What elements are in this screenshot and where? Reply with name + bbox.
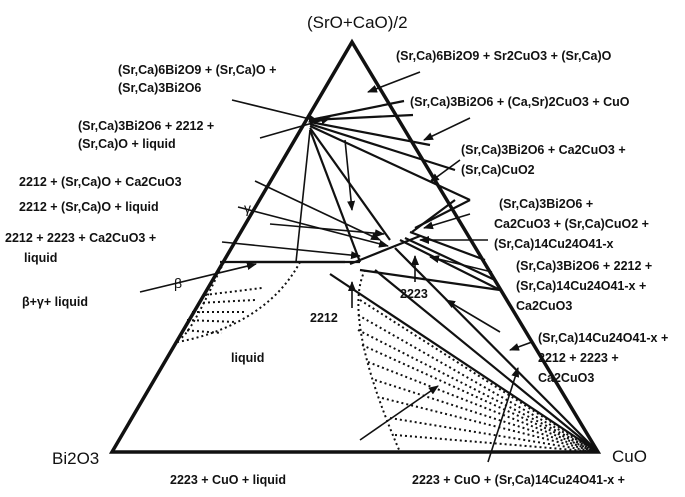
region-label: (Sr,Ca)CuO2 (461, 163, 535, 177)
gamma-label: γ (244, 200, 251, 216)
vertex-label-top: (SrO+CaO)/2 (307, 13, 408, 32)
region-label: 2223 (400, 287, 428, 301)
region-label: (Sr,Ca)3Bi2O6 + 2212 + (78, 119, 214, 133)
region-label: 2223 + CuO + (Sr,Ca)14Cu24O41-x + (412, 473, 625, 487)
region-label: (Sr,Ca)6Bi2O9 + (Sr,Ca)O + (118, 63, 276, 77)
region-label: liquid (231, 351, 264, 365)
region-label: 2212 + (Sr,Ca)O + Ca2CuO3 (19, 175, 182, 189)
region-label: (Sr,Ca)14Cu24O41-x (494, 237, 614, 251)
region-label: (Sr,Ca)3Bi2O6 + (Ca,Sr)2CuO3 + CuO (410, 95, 630, 109)
region-label: (Sr,Ca)3Bi2O6 (118, 81, 201, 95)
region-label: (Sr,Ca)14Cu24O41-x + (516, 279, 646, 293)
region-label: Ca2CuO3 + (Sr,Ca)CuO2 + (494, 217, 649, 231)
region-label: 2212 + 2223 + (538, 351, 619, 365)
triangle-outline (108, 38, 602, 454)
region-label: 2212 + (Sr,Ca)O + liquid (19, 200, 159, 214)
region-label: liquid (24, 251, 57, 265)
region-label: (Sr,Ca)O + liquid (78, 137, 176, 151)
region-label: Ca2CuO3 (538, 371, 594, 385)
beta-label: β (174, 275, 182, 291)
tie-lines (220, 99, 599, 453)
region-label: 2212 (310, 311, 338, 325)
region-label: (Sr,Ca)3Bi2O6 + Ca2CuO3 + (461, 143, 626, 157)
region-label: 2212 + 2223 + Ca2CuO3 + (5, 231, 156, 245)
region-label: Ca2CuO3 (516, 299, 572, 313)
pointer-arrows (139, 71, 533, 463)
vertex-label-right: CuO (612, 447, 647, 466)
region-label: (Sr,Ca)3Bi2O6 + (499, 197, 593, 211)
region-label: (Sr,Ca)3Bi2O6 + 2212 + (516, 259, 652, 273)
region-label: β+γ+ liquid (22, 295, 88, 309)
region-label: (Sr,Ca)6Bi2O9 + Sr2CuO3 + (Sr,Ca)O (396, 49, 612, 63)
vertex-label-left: Bi2O3 (52, 449, 99, 468)
region-label: (Sr,Ca)14Cu24O41-x + (538, 331, 668, 345)
region-label: 2223 + CuO + liquid (170, 473, 286, 487)
